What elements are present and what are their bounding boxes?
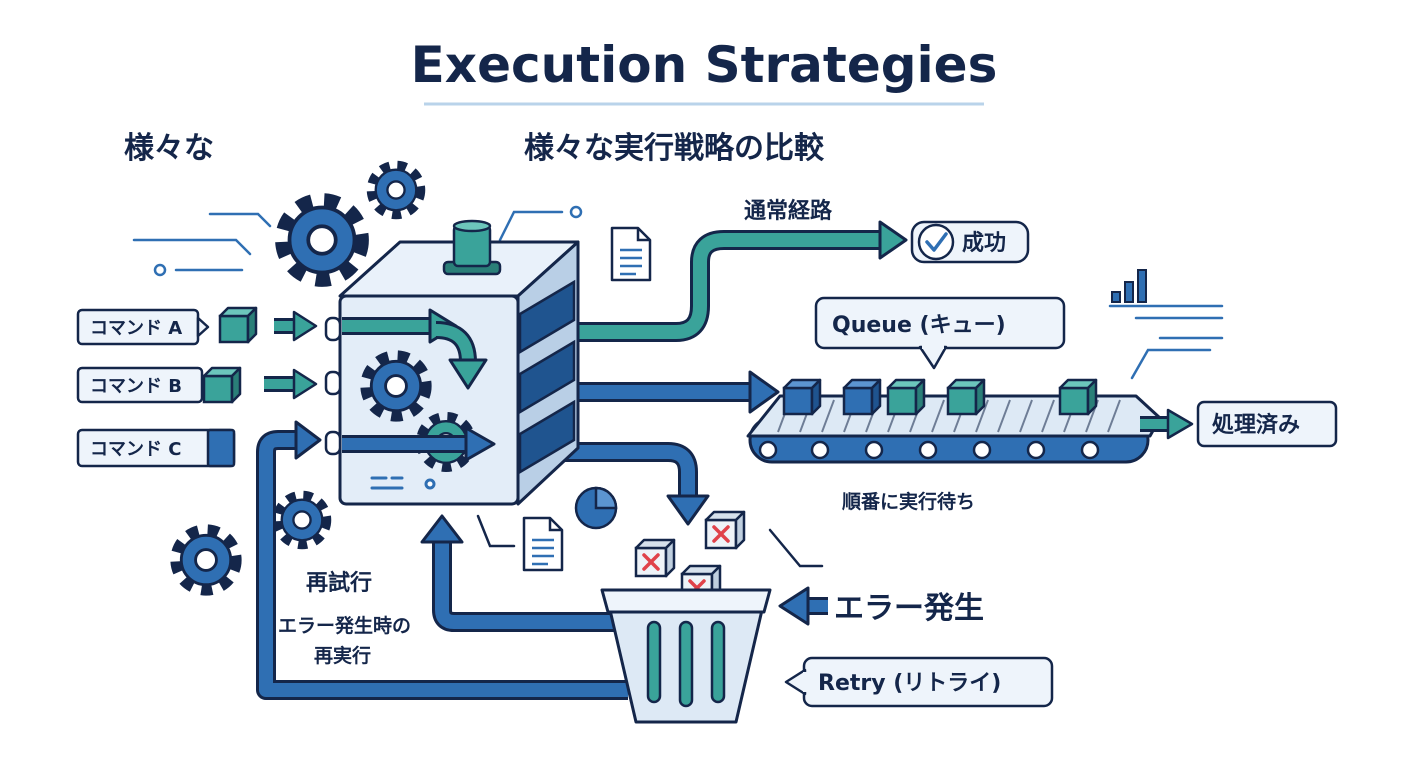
subtitle-left: 様々な bbox=[124, 131, 214, 166]
decor-lines-right bbox=[1108, 304, 1224, 380]
retry-return-arrowhead bbox=[420, 514, 464, 544]
pie-chart-icon bbox=[574, 486, 618, 530]
subtitle-main: 様々な実行戦略の比較 bbox=[524, 131, 825, 166]
success-badge: 成功 bbox=[910, 220, 1030, 264]
retry-callout-label: Retry (リトライ) bbox=[818, 671, 1001, 696]
status-light bbox=[442, 219, 502, 276]
retry-label: 再試行 bbox=[306, 570, 372, 596]
queue-label: Queue (キュー) bbox=[832, 313, 1006, 338]
retry-callout: Retry (リトライ) bbox=[784, 656, 1054, 708]
panel-vents bbox=[370, 476, 436, 490]
error-bin-rim bbox=[600, 588, 772, 614]
queue-item bbox=[842, 378, 882, 416]
document-icon bbox=[610, 226, 652, 282]
input-arrow-a bbox=[274, 310, 318, 342]
retry-desc-line2: 再実行 bbox=[314, 644, 371, 667]
success-label: 成功 bbox=[962, 231, 1006, 256]
gear-icon bbox=[279, 497, 326, 544]
decor-lines-bottom bbox=[476, 514, 824, 568]
queue-item bbox=[782, 378, 822, 416]
normal-path-label: 通常経路 bbox=[744, 198, 833, 224]
error-path-arrowhead bbox=[666, 494, 710, 526]
bar-chart-icon bbox=[1111, 269, 1147, 303]
document-icon bbox=[522, 516, 564, 572]
output-slot bbox=[518, 279, 576, 475]
queue-item bbox=[946, 378, 986, 416]
gear-icon bbox=[178, 532, 235, 589]
command-b-label: コマンド B bbox=[90, 376, 182, 397]
error-bin bbox=[608, 608, 764, 724]
error-label: エラー発生 bbox=[834, 591, 984, 626]
cube-icon bbox=[202, 366, 242, 404]
processed-label: 処理済み bbox=[1212, 412, 1300, 438]
queue-callout: Queue (キュー) bbox=[814, 296, 1066, 370]
command-b: コマンド B bbox=[76, 366, 204, 404]
command-c-label: コマンド C bbox=[90, 439, 181, 460]
gear-icon bbox=[373, 167, 420, 214]
normal-path-arrowhead bbox=[878, 220, 908, 260]
processed-badge: 処理済み bbox=[1196, 400, 1338, 448]
queue-arrowhead bbox=[748, 370, 780, 414]
check-icon bbox=[925, 232, 948, 252]
failed-item bbox=[634, 538, 676, 578]
command-a: コマンド A bbox=[76, 308, 210, 346]
error-arrow bbox=[778, 586, 828, 626]
input-arrow-b bbox=[264, 368, 318, 400]
page-title: Execution Strategies bbox=[411, 36, 998, 94]
cube-icon bbox=[218, 306, 258, 344]
queue-item bbox=[1058, 378, 1098, 416]
execution-engine bbox=[324, 219, 580, 506]
failed-item bbox=[704, 510, 746, 550]
retry-loop-arrowhead bbox=[294, 420, 322, 460]
command-a-label: コマンド A bbox=[90, 318, 182, 339]
queue-item bbox=[886, 378, 926, 416]
queue-output-arrow bbox=[1140, 408, 1194, 440]
decor-lines-left bbox=[132, 212, 272, 277]
decor-lines-top bbox=[498, 205, 583, 242]
gear-icon bbox=[285, 203, 360, 278]
input-port bbox=[324, 316, 342, 456]
queue-caption: 順番に実行待ち bbox=[842, 490, 975, 513]
command-c: コマンド C bbox=[76, 428, 236, 468]
retry-desc-line1: エラー発生時の bbox=[278, 614, 411, 637]
